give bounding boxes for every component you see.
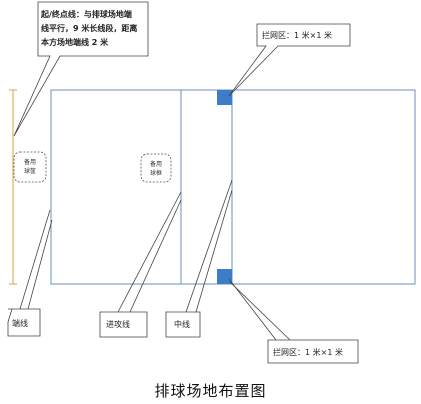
- spare-ball-box-2: 备用 球框: [140, 153, 172, 183]
- callout-start-end-line-2: 线平行，9 米长线段，距离: [41, 23, 137, 33]
- callout-center-line-label: 中线: [174, 319, 190, 329]
- callout-attack-line-label: 进攻线: [106, 319, 130, 329]
- callout-center-line: 中线: [165, 179, 233, 338]
- callout-block-zone-bottom-label: 拦网区：1 米×1 米: [273, 347, 343, 357]
- spare-ball-box: 备用 球筐: [13, 151, 47, 183]
- spare-ball-box-line2: 球筐: [24, 167, 36, 175]
- callout-block-zone-bottom: 拦网区：1 米×1 米: [228, 278, 359, 364]
- court-outline: [50, 89, 416, 285]
- callout-block-zone-top-label: 拦网区：1 米×1 米: [262, 30, 332, 40]
- spare-ball-box2-line2: 球框: [150, 169, 162, 177]
- start-end-line: [9, 89, 17, 285]
- block-zone-bottom: [217, 269, 232, 284]
- callout-start-end-line-3: 本方场地端线 2 米: [40, 37, 109, 47]
- spare-ball-box2-line1: 备用: [150, 160, 162, 168]
- callout-attack-line: 进攻线: [99, 191, 182, 338]
- callout-start-end-line: 起/终点线：与排球场地端 线平行，9 米长线段，距离 本方场地端线 2 米: [13, 1, 149, 137]
- block-zone-top: [217, 90, 232, 105]
- callout-end-line-label: 端线: [12, 318, 28, 328]
- callout-block-zone-top: 拦网区：1 米×1 米: [228, 23, 351, 97]
- diagram-caption: 排球场地布置图: [154, 382, 267, 400]
- callout-end-line: 端线: [7, 209, 53, 337]
- spare-ball-box-line1: 备用: [24, 158, 36, 166]
- callout-start-end-line-1: 起/终点线：与排球场地端: [40, 9, 132, 19]
